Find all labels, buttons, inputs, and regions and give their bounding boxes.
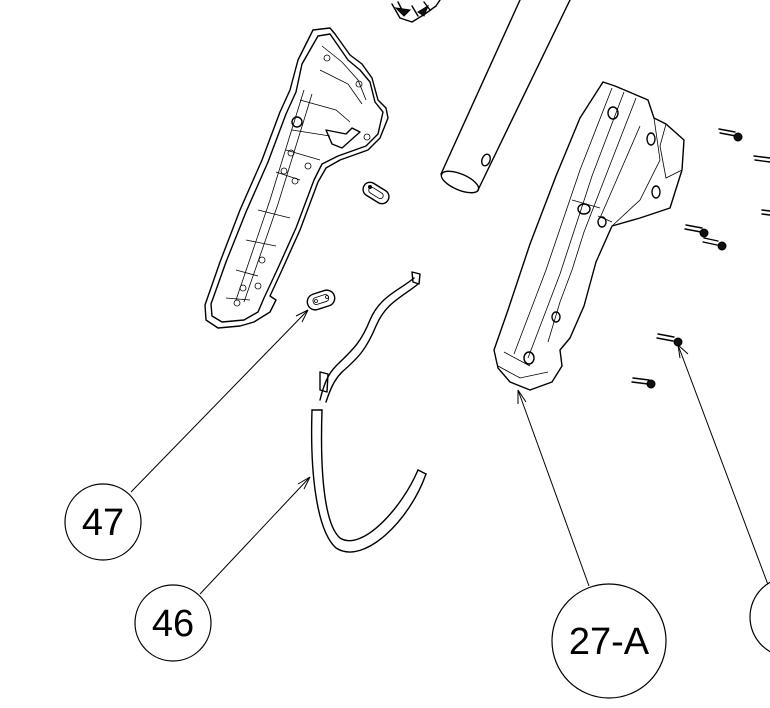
switch-assembly <box>391 0 441 23</box>
power-cable <box>310 271 427 553</box>
leader-47 <box>130 309 309 493</box>
handle-housing-inner-half <box>204 27 389 329</box>
leader-lines <box>130 309 770 595</box>
callout-47-label: 47 <box>82 502 124 544</box>
screw <box>631 377 656 389</box>
screw <box>656 333 683 347</box>
handle-cover-half <box>493 81 685 391</box>
screws <box>631 128 770 389</box>
cable-grommet <box>306 289 336 311</box>
screw <box>702 237 727 251</box>
shaft-tube <box>440 0 571 194</box>
callout-27a-label: 27-A <box>569 621 650 663</box>
screw-partial <box>761 209 770 216</box>
callout-46: 46 <box>134 584 212 662</box>
screw-partial <box>753 155 770 163</box>
leader-27a <box>517 389 590 587</box>
grommet-upper <box>362 181 390 205</box>
callout-27a: 27-A <box>551 583 667 699</box>
screw <box>718 128 743 142</box>
callout-47: 47 <box>64 483 142 561</box>
leader-screw <box>677 344 770 591</box>
callout-screw: 4 <box>749 581 770 653</box>
leader-46 <box>199 476 311 595</box>
callout-46-label: 46 <box>152 603 194 645</box>
screw <box>684 224 709 238</box>
